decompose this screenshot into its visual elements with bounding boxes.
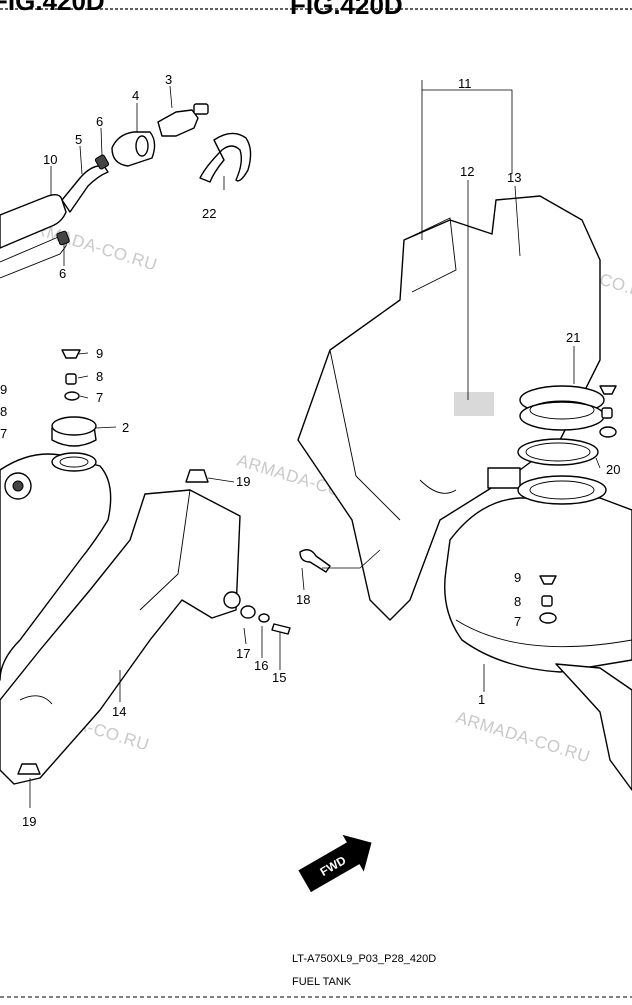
left-tank-body [0, 453, 112, 681]
callout-6-upper: 6 [96, 114, 103, 129]
callout-6-lower: 6 [59, 266, 66, 281]
callout-2: 2 [122, 420, 129, 435]
bolt-19-upper [185, 469, 209, 483]
watermark-4: ARMADA-CO.RU [454, 708, 593, 767]
gasket-20 [517, 438, 599, 466]
callout-9-right: 9 [514, 570, 521, 585]
callout-21: 21 [566, 330, 580, 345]
lower-bracket [555, 663, 632, 791]
callout-7-left: 7 [96, 390, 103, 405]
footer: LT-A750XL9_P03_P28_420D FUEL TANK [0, 953, 632, 998]
page-header: FIG.420D FIG.420D [0, 0, 632, 20]
callout-14: 14 [112, 704, 126, 719]
breather-assembly [0, 103, 252, 279]
fuel-tank-1-opening [517, 475, 607, 505]
callout-18: 18 [296, 592, 310, 607]
fwd-arrow-icon [298, 834, 372, 893]
bolt-9-upper-right [599, 385, 617, 395]
left-fuel-tank [0, 349, 112, 681]
callout-4: 4 [132, 88, 139, 103]
bolt-9-lower-right [539, 575, 557, 585]
callout-19-upper: 19 [236, 474, 250, 489]
hose-10 [0, 193, 67, 249]
callout-15: 15 [272, 670, 286, 685]
callout-8-left: 8 [96, 369, 103, 384]
footer-title: FUEL TANK [292, 976, 352, 988]
callout-8-right: 8 [514, 594, 521, 609]
side-cover-14 [0, 489, 241, 785]
screw-15 [271, 623, 291, 635]
washer-16 [258, 613, 270, 623]
header-left-fragment: FIG.420D [0, 0, 105, 16]
clamp-6-upper [94, 154, 110, 170]
hose-22 [199, 132, 252, 183]
callout-13: 13 [507, 170, 521, 185]
fwd-arrow-badge: FWD [298, 834, 372, 893]
bolt-18 [299, 549, 331, 573]
callout-19-lower: 19 [22, 814, 36, 829]
spacer-8-lower-right [541, 595, 553, 607]
callout-1: 1 [478, 692, 485, 707]
callout-8-edge: 8 [0, 404, 7, 419]
hose-5 [61, 165, 109, 213]
callout-16: 16 [254, 658, 268, 673]
callout-10: 10 [43, 152, 57, 167]
gasket-7-upper-right [599, 426, 617, 438]
clamp-6-lower [56, 230, 70, 246]
callout-11: 11 [458, 76, 472, 91]
spacer-8-left [65, 373, 77, 385]
bolt-19-lower [17, 763, 41, 775]
footer-code: LT-A750XL9_P03_P28_420D [292, 953, 436, 965]
header-center-fragment: FIG.420D [290, 0, 403, 20]
callout-20: 20 [606, 462, 620, 477]
callout-17: 17 [236, 646, 250, 661]
bolt-9-left [61, 349, 81, 359]
callout-3: 3 [165, 72, 172, 87]
spacer-8-upper-right [601, 407, 613, 419]
fuel-tank-1 [444, 497, 632, 673]
callout-7-edge: 7 [0, 426, 7, 441]
callout-labels: 3 4 6 5 10 6 22 9 8 7 2 9 8 7 19 17 16 1… [0, 72, 620, 829]
gasket-7-left [64, 391, 80, 401]
callout-7-right: 7 [514, 614, 521, 629]
washer-17 [240, 605, 256, 619]
callout-12: 12 [460, 164, 474, 179]
connector-3 [157, 109, 199, 137]
callout-22: 22 [202, 206, 216, 221]
right-assembly [297, 195, 632, 791]
callout-9-left: 9 [96, 346, 103, 361]
callout-9-edge: 9 [0, 382, 7, 397]
gasket-7-lower-right [539, 612, 557, 624]
leader-lines [29, 80, 601, 808]
left-tank-filler-neck [51, 452, 97, 472]
callout-5: 5 [75, 132, 82, 147]
